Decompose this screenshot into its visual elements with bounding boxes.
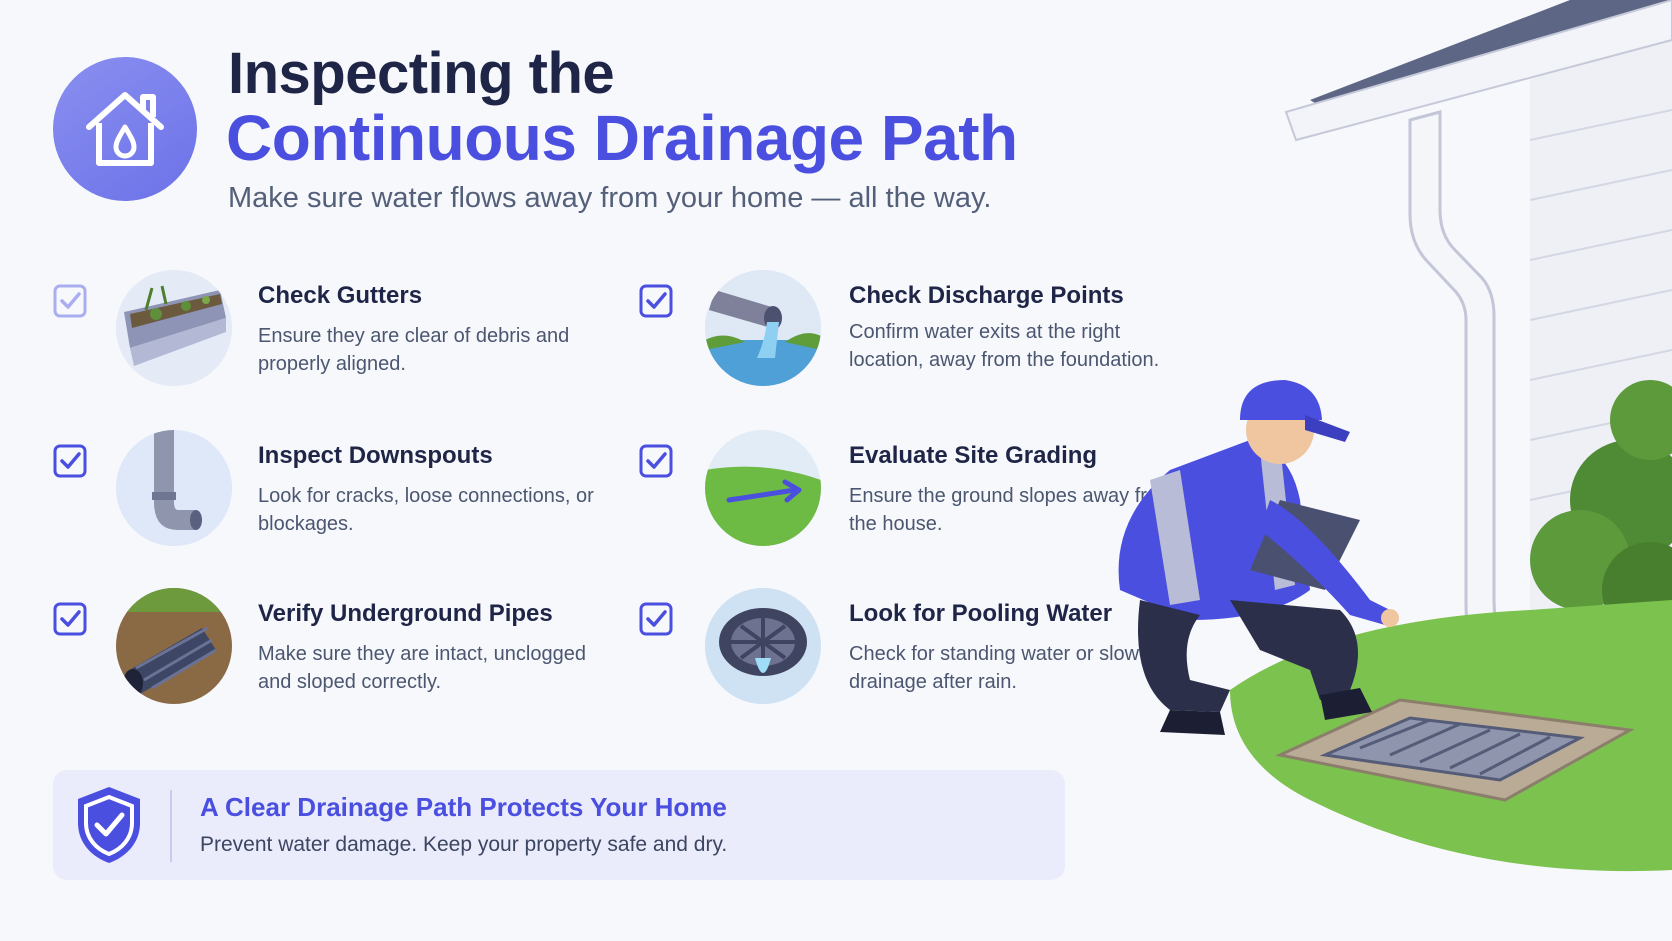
banner-divider [170,790,172,862]
checkbox-checked-icon[interactable] [53,284,87,318]
downspout-icon [116,430,232,546]
page-title-line2: Continuous Drainage Path [226,102,1018,174]
drain-grate-icon [705,588,821,704]
discharge-pipe-icon [705,270,821,386]
item-title: Inspect Downspouts [258,442,493,469]
info-banner [53,770,1065,880]
item-title: Check Gutters [258,282,423,309]
item-description: Check for standing water or slow drainag… [849,643,1140,693]
page-subtitle: Make sure water flows away from your hom… [228,182,992,214]
checkbox-checked-icon[interactable] [639,444,673,478]
page-title-line1: Inspecting the [228,41,615,106]
item-title: Look for Pooling Water [849,600,1113,627]
item-description: Make sure they are intact, unclogged and… [258,643,586,693]
item-description: Ensure the ground slopes away from the h… [849,485,1175,535]
gutter-icon [116,270,232,386]
banner-title: A Clear Drainage Path Protects Your Home [200,792,727,822]
underground-pipe-icon [116,588,232,704]
house-water-drop-icon [86,92,164,166]
shield-check-icon [78,787,140,863]
item-title: Evaluate Site Grading [849,442,1098,469]
item-description: Confirm water exits at the right locatio… [849,321,1160,371]
item-description: Ensure they are clear of debris and prop… [258,325,570,375]
banner-text: Prevent water damage. Keep your property… [200,833,728,856]
item-title: Check Discharge Points [849,282,1124,309]
item-description: Look for cracks, loose connections, or b… [258,485,594,535]
item-title: Verify Underground Pipes [258,600,553,627]
slope-arrow-icon [705,430,821,546]
checkbox-checked-icon[interactable] [639,602,673,636]
house-illustration [1118,0,1672,872]
checkbox-checked-icon[interactable] [53,602,87,636]
checkbox-checked-icon[interactable] [53,444,87,478]
logo-badge [53,57,197,201]
checkbox-checked-icon[interactable] [639,284,673,318]
